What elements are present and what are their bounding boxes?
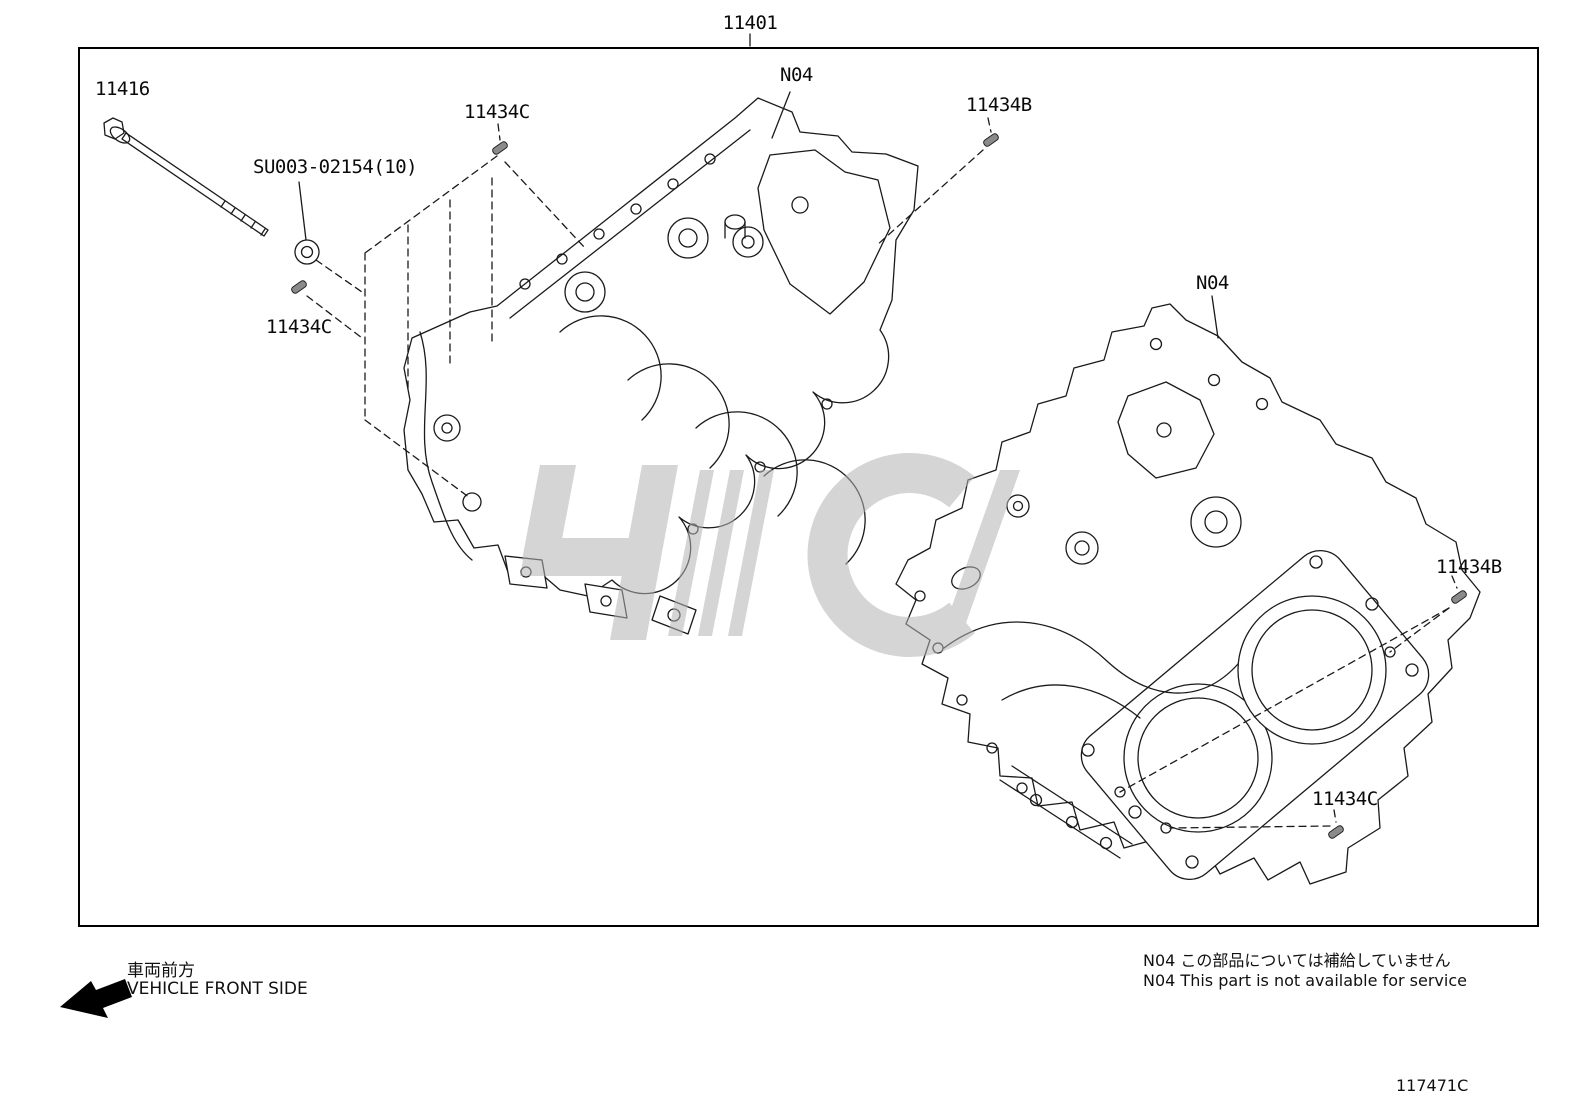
callout-11401: 11401 xyxy=(722,12,778,34)
dowel-pin-11434C-left xyxy=(291,280,307,294)
callout-11434C-top: 11434C xyxy=(464,101,530,123)
dowel-pin-11434B-right xyxy=(1451,590,1467,604)
callout-11434B-right: 11434B xyxy=(1436,556,1502,578)
watermark xyxy=(520,453,1020,657)
front-direction-arrow-icon xyxy=(60,979,132,1018)
callout-11416: 11416 xyxy=(95,78,150,100)
callout-n04-left: N04 xyxy=(780,64,813,86)
dowel-pin-11434C-top xyxy=(492,141,508,155)
callout-11434B-top: 11434B xyxy=(966,94,1032,116)
n04-note-en: N04 This part is not available for servi… xyxy=(1143,971,1467,990)
callout-n04-right: N04 xyxy=(1196,272,1229,294)
callout-11434C-left: 11434C xyxy=(266,316,332,338)
leader-lines xyxy=(298,33,1219,339)
construction-dashed-lines xyxy=(306,117,1458,829)
dowel-pin-11434C-bottom xyxy=(1328,825,1344,839)
n04-note-jp: N04 この部品については補給していません xyxy=(1143,951,1451,970)
diagram-border xyxy=(78,47,1539,927)
callout-11434C-bottom: 11434C xyxy=(1312,788,1378,810)
right-engine-block-drawing xyxy=(895,303,1481,885)
washer-drawing xyxy=(294,239,320,265)
callout-su003: SU003-02154(10) xyxy=(253,156,418,178)
dowel-pin-11434B-top xyxy=(983,133,999,147)
bolt-11416-drawing xyxy=(103,117,269,237)
vehicle-front-label-en: VEHICLE FRONT SIDE xyxy=(127,979,308,999)
figure-code: 117471C xyxy=(1396,1076,1469,1095)
dowel-pins xyxy=(291,133,1467,839)
vehicle-front-label-jp: 車両前方 xyxy=(127,961,195,981)
